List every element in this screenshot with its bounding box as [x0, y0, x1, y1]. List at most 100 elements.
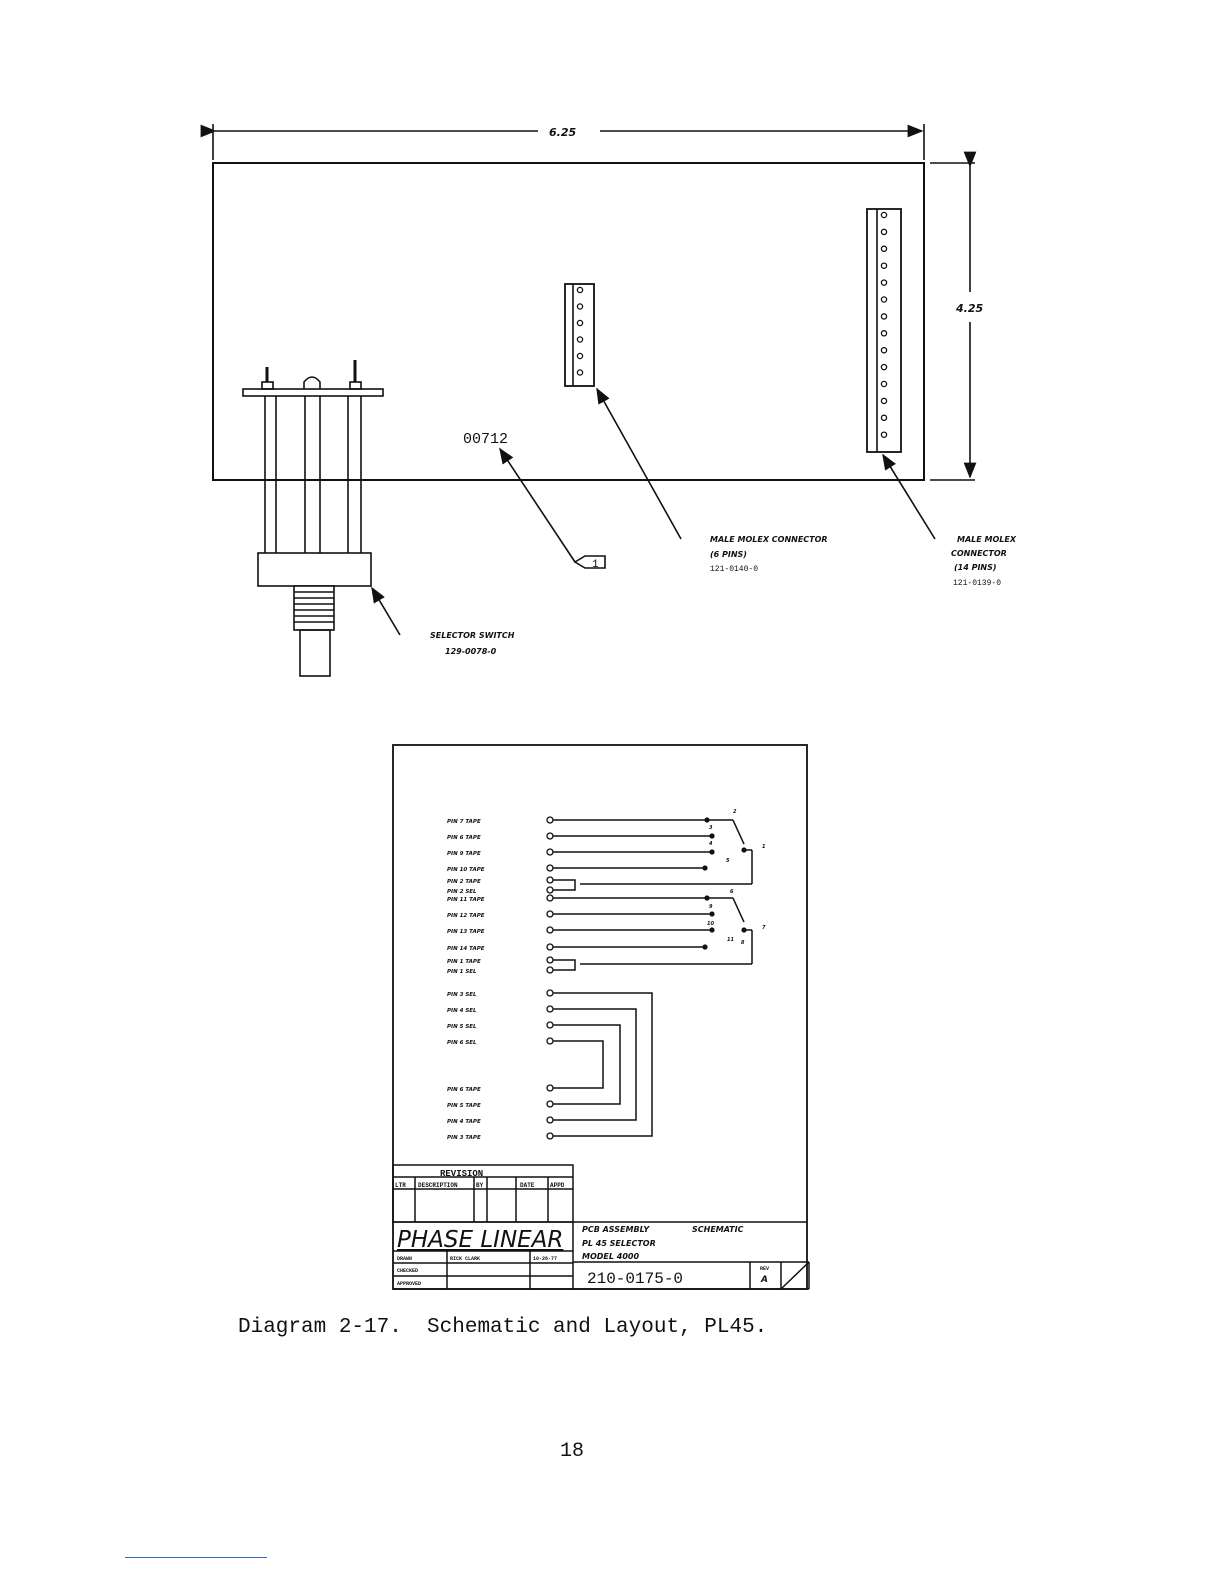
connector-6-part-number: 121-0140-0	[710, 565, 758, 574]
pcb-outline	[212, 162, 925, 481]
connector-pin-hole	[880, 380, 888, 388]
connector-6-pin	[564, 283, 595, 387]
connector-pin-hole	[880, 346, 888, 354]
drawn-by: RICK CLARK	[450, 1256, 480, 1262]
switch-contact-dot	[702, 865, 708, 871]
connector-14-label-2: CONNECTOR	[951, 549, 1007, 558]
title-line-3: MODEL 4000	[582, 1252, 639, 1261]
terminal-circle	[546, 894, 554, 902]
connector-6-label: MALE MOLEX CONNECTOR	[710, 535, 828, 544]
terminal-circle	[546, 1021, 554, 1029]
terminal-circle	[546, 832, 554, 840]
switch-contact-dot	[709, 849, 715, 855]
switch-contact-dot	[709, 927, 715, 933]
pin-label: PIN 6 SEL	[447, 1040, 477, 1046]
connector-pin-hole	[880, 228, 888, 236]
pin-label: PIN 13 TAPE	[447, 929, 485, 935]
pin-label: PIN 4 TAPE	[447, 1119, 481, 1125]
terminal-circle	[546, 886, 554, 894]
drawn-date: 10-26-77	[533, 1256, 557, 1262]
company-name: PHASE LINEAR	[397, 1227, 563, 1253]
connector-pin-hole	[880, 279, 888, 286]
switch-contact-number: 2	[733, 809, 737, 815]
title-line-1: PCB ASSEMBLY	[582, 1225, 650, 1234]
pin-label: PIN 7 TAPE	[447, 819, 481, 825]
switch-contact-dot	[704, 817, 710, 823]
connector-pin-hole	[880, 211, 888, 219]
pin-label: PIN 6 TAPE	[447, 835, 481, 841]
pin-label: PIN 2 SEL	[447, 889, 477, 895]
switch-contact-number: 4	[709, 841, 713, 847]
page-number: 18	[560, 1440, 585, 1463]
connector-pin-hole	[880, 414, 888, 422]
switch-contact-number: 5	[726, 858, 730, 864]
connector-14-pin	[866, 208, 902, 453]
connector-pin-hole	[880, 313, 888, 320]
connector-14-part-number: 121-0139-0	[953, 579, 1001, 588]
terminal-circle	[546, 989, 554, 997]
rev-col-appd: APPD	[550, 1182, 565, 1189]
switch-contact-number: 10	[707, 921, 714, 927]
pin-label: PIN 9 TAPE	[447, 851, 481, 857]
pin-label: PIN 3 TAPE	[447, 1135, 481, 1141]
terminal-circle	[546, 943, 554, 951]
terminal-circle	[546, 1037, 554, 1045]
terminal-circle	[546, 864, 554, 872]
terminal-circle	[546, 876, 554, 884]
connector-pin-hole	[576, 303, 584, 310]
rev-col-date: DATE	[520, 1182, 535, 1189]
pin-label: PIN 1 TAPE	[447, 959, 481, 965]
terminal-circle	[546, 1116, 554, 1124]
height-dimension: 4.25	[955, 302, 983, 315]
connector-pin-hole	[880, 363, 888, 371]
connector-pin-hole	[576, 319, 584, 327]
title-line-1b: SCHEMATIC	[692, 1225, 744, 1234]
rev-col-description: DESCRIPTION	[418, 1182, 458, 1189]
rev-value: A	[760, 1275, 768, 1285]
pin-label: PIN 4 SEL	[447, 1008, 477, 1014]
terminal-circle	[546, 966, 554, 974]
connector-pin-hole	[880, 262, 888, 269]
pin-label: PIN 5 SEL	[447, 1024, 477, 1030]
connector-pin-hole	[880, 296, 888, 303]
connector-14-pins-label: (14 PINS)	[954, 563, 997, 572]
pin-label: PIN 2 TAPE	[447, 879, 481, 885]
pin-label: PIN 6 TAPE	[447, 1087, 481, 1093]
switch-contact-dot	[741, 847, 747, 853]
pin-label: PIN 5 TAPE	[447, 1103, 481, 1109]
title-line-2: PL 45 SELECTOR	[582, 1239, 656, 1248]
connector-pin-hole	[880, 330, 888, 337]
selector-switch-part-number: 129-0078-0	[445, 647, 497, 656]
drawing-number: 210-0175-0	[587, 1270, 683, 1288]
part-reference: 00712	[463, 431, 508, 448]
switch-contact-number: 11	[727, 937, 734, 943]
connector-14-label-1: MALE MOLEX	[957, 535, 1017, 544]
terminal-circle	[546, 910, 554, 918]
connector-pin-hole	[576, 286, 584, 294]
terminal-circle	[546, 1084, 554, 1092]
rev-col-ltr: LTR	[395, 1182, 406, 1189]
figure-caption: Diagram 2-17. Schematic and Layout, PL45…	[238, 1316, 768, 1339]
approved-label: APPROVED	[397, 1281, 421, 1287]
schematic-sheet	[392, 744, 810, 1290]
terminal-circle	[546, 848, 554, 856]
terminal-circle	[546, 926, 554, 934]
terminal-circle	[546, 956, 554, 964]
connector-pin-hole	[576, 336, 584, 343]
pin-label: PIN 12 TAPE	[447, 913, 485, 919]
width-dimension: 6.25	[549, 126, 576, 139]
selector-switch-label: SELECTOR SWITCH	[430, 631, 515, 640]
drawn-label: DRAWN	[397, 1256, 412, 1262]
connector-14-pins	[880, 211, 888, 438]
connector-pin-hole	[880, 397, 888, 405]
selector-switch-drawing	[242, 360, 384, 677]
switch-contact-number: 1	[762, 844, 765, 850]
connector-pin-hole	[576, 369, 584, 376]
pin-label: PIN 11 TAPE	[447, 897, 485, 903]
terminal-circle	[546, 816, 554, 824]
switch-contact-dot	[709, 833, 715, 839]
connector-pin-hole	[880, 431, 888, 438]
